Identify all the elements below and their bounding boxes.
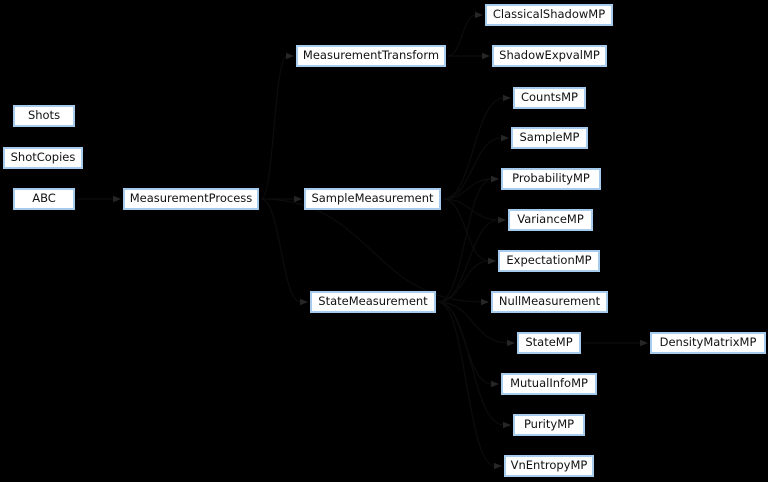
edge-arrowhead-icon bbox=[482, 52, 490, 60]
class-node-label: StateMeasurement bbox=[318, 294, 428, 309]
class-node-label: ClassicalShadowMP bbox=[492, 7, 606, 22]
class-node-shadow-expval-mp[interactable]: ShadowExpvalMP bbox=[492, 45, 607, 67]
inheritance-edge bbox=[442, 198, 490, 262]
inheritance-edge bbox=[260, 55, 288, 200]
class-node-label: MeasurementProcess bbox=[129, 191, 253, 206]
class-node-vn-entropy-mp[interactable]: VnEntropyMP bbox=[504, 455, 594, 477]
edge-arrowhead-icon bbox=[498, 216, 506, 224]
inheritance-edge bbox=[260, 198, 302, 303]
inheritance-edge bbox=[437, 260, 490, 303]
class-node-label: Shots bbox=[27, 108, 61, 123]
inheritance-edge bbox=[442, 178, 493, 200]
class-node-variance-mp[interactable]: VarianceMP bbox=[508, 209, 593, 231]
class-node-null-measurement[interactable]: NullMeasurement bbox=[491, 291, 608, 313]
class-node-abc[interactable]: ABC bbox=[13, 188, 75, 210]
class-node-label: PurityMP bbox=[523, 417, 575, 432]
class-node-label: StateMP bbox=[525, 335, 573, 350]
class-node-measurement-transform[interactable]: MeasurementTransform bbox=[296, 45, 446, 67]
class-node-purity-mp[interactable]: PurityMP bbox=[513, 414, 585, 436]
class-node-label: CountsMP bbox=[520, 90, 578, 105]
edge-arrowhead-icon bbox=[475, 11, 483, 19]
class-node-probability-mp[interactable]: ProbabilityMP bbox=[501, 168, 601, 190]
class-node-label: ExpectationMP bbox=[506, 253, 592, 268]
class-node-sample-measurement[interactable]: SampleMeasurement bbox=[304, 188, 441, 210]
edge-arrowhead-icon bbox=[491, 175, 499, 183]
class-node-density-matrix-mp[interactable]: DensityMatrixMP bbox=[650, 332, 766, 354]
edge-arrowhead-icon bbox=[481, 298, 489, 306]
edge-arrowhead-icon bbox=[488, 257, 496, 265]
class-node-counts-mp[interactable]: CountsMP bbox=[513, 87, 586, 109]
class-node-measurement-process[interactable]: MeasurementProcess bbox=[123, 188, 259, 210]
inheritance-edge bbox=[437, 219, 500, 303]
inheritance-edge bbox=[260, 198, 483, 303]
class-node-label: MutualInfoMP bbox=[510, 376, 588, 391]
edge-arrowhead-icon bbox=[507, 339, 515, 347]
class-node-label: ShotCopies bbox=[10, 150, 76, 165]
class-node-label: MeasurementTransform bbox=[302, 48, 440, 63]
inheritance-edge bbox=[437, 301, 496, 467]
edge-arrowhead-icon bbox=[286, 52, 294, 60]
class-node-label: SampleMP bbox=[519, 130, 580, 145]
edge-arrowhead-icon bbox=[113, 195, 121, 203]
inheritance-edge bbox=[437, 301, 505, 426]
inheritance-edge bbox=[437, 178, 493, 303]
edge-arrowhead-icon bbox=[503, 421, 511, 429]
class-node-label: VnEntropyMP bbox=[510, 458, 588, 473]
class-node-label: NullMeasurement bbox=[498, 294, 601, 309]
class-node-shots[interactable]: Shots bbox=[13, 105, 75, 127]
class-node-sample-mp[interactable]: SampleMP bbox=[511, 127, 588, 149]
inheritance-edge bbox=[442, 97, 505, 200]
edge-arrowhead-icon bbox=[501, 134, 509, 142]
edge-arrowhead-icon bbox=[503, 94, 511, 102]
class-node-classical-shadow-mp[interactable]: ClassicalShadowMP bbox=[485, 4, 613, 26]
inheritance-edge bbox=[437, 301, 509, 344]
class-node-expectation-mp[interactable]: ExpectationMP bbox=[498, 250, 600, 272]
edge-arrowhead-icon bbox=[494, 462, 502, 470]
class-node-label: DensityMatrixMP bbox=[659, 335, 757, 350]
class-node-label: ShadowExpvalMP bbox=[499, 48, 600, 63]
class-node-label: ABC bbox=[32, 191, 56, 206]
class-node-state-mp[interactable]: StateMP bbox=[517, 332, 581, 354]
inheritance-edge bbox=[442, 137, 503, 200]
edge-arrowhead-icon bbox=[294, 195, 302, 203]
class-node-label: ProbabilityMP bbox=[512, 171, 590, 186]
edge-arrowhead-icon bbox=[640, 339, 648, 347]
edge-arrowhead-icon bbox=[300, 298, 308, 306]
class-node-mutual-info-mp[interactable]: MutualInfoMP bbox=[501, 373, 597, 395]
edge-arrowhead-icon bbox=[491, 380, 499, 388]
class-node-state-measurement[interactable]: StateMeasurement bbox=[310, 291, 436, 313]
inheritance-edge bbox=[447, 14, 477, 57]
class-node-label: SampleMeasurement bbox=[311, 191, 434, 206]
class-node-shot-copies[interactable]: ShotCopies bbox=[3, 147, 83, 169]
inheritance-edge bbox=[442, 198, 500, 221]
class-node-label: VarianceMP bbox=[517, 212, 584, 227]
